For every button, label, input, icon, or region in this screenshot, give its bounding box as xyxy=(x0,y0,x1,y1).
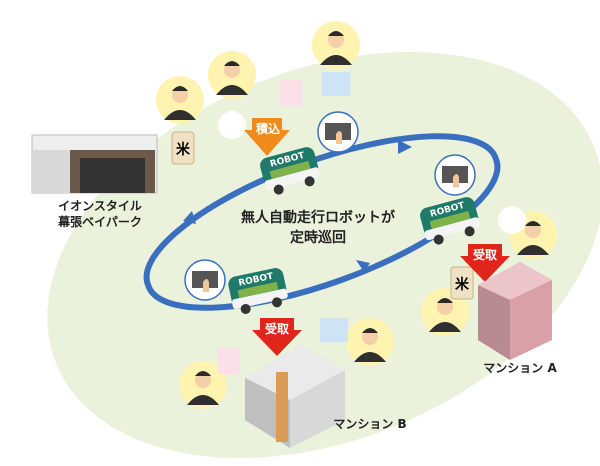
robot-vehicle: ROBOT xyxy=(226,266,290,317)
person-avatar xyxy=(312,21,360,69)
svg-text:米: 米 xyxy=(176,141,191,158)
receive-arrow-a: 受取 xyxy=(460,244,510,282)
store-name-line2: 幕張ベイパーク xyxy=(57,214,142,229)
mansion-b-building xyxy=(245,345,345,448)
store-name-line1: イオンスタイル xyxy=(58,199,142,213)
touch-screen-bubble-icon xyxy=(317,111,359,153)
vegetable-icon xyxy=(498,206,526,234)
mansion-a-building xyxy=(478,262,552,360)
svg-text:積込: 積込 xyxy=(255,121,280,136)
loop-arrow-icon xyxy=(398,140,412,154)
load-arrow: 積込 xyxy=(244,118,290,156)
robot-vehicle: ROBOT xyxy=(418,195,483,248)
mansion-b-label: マンション B xyxy=(333,417,406,431)
vegetable-icon xyxy=(218,111,246,139)
caption-line2: 定時巡回 xyxy=(290,229,346,246)
svg-text:米: 米 xyxy=(455,276,470,293)
loop-arrow-icon xyxy=(183,211,196,224)
svg-text:受取: 受取 xyxy=(265,321,289,336)
tissue-icon xyxy=(218,348,240,374)
touch-screen-bubble-icon xyxy=(434,154,476,196)
mansion-a-label: マンション A xyxy=(483,361,557,375)
person-avatar xyxy=(346,318,394,366)
touch-screen-bubble-icon xyxy=(184,259,226,301)
rice-bag-icon: 米 xyxy=(450,266,474,300)
robot-vehicle: ROBOT xyxy=(258,145,323,198)
caption-line1: 無人自動走行ロボットが xyxy=(241,209,396,226)
water-bottles-icon xyxy=(322,72,350,96)
rice-bag-icon: 米 xyxy=(171,131,195,165)
store-building xyxy=(31,134,158,194)
tissue-icon xyxy=(280,80,302,106)
svg-text:受取: 受取 xyxy=(473,247,497,262)
person-avatar xyxy=(156,76,204,124)
person-avatar xyxy=(208,51,256,99)
loop-arrow-icon xyxy=(356,260,370,272)
water-bottles-icon xyxy=(320,318,348,342)
receive-arrow-b: 受取 xyxy=(252,318,302,356)
